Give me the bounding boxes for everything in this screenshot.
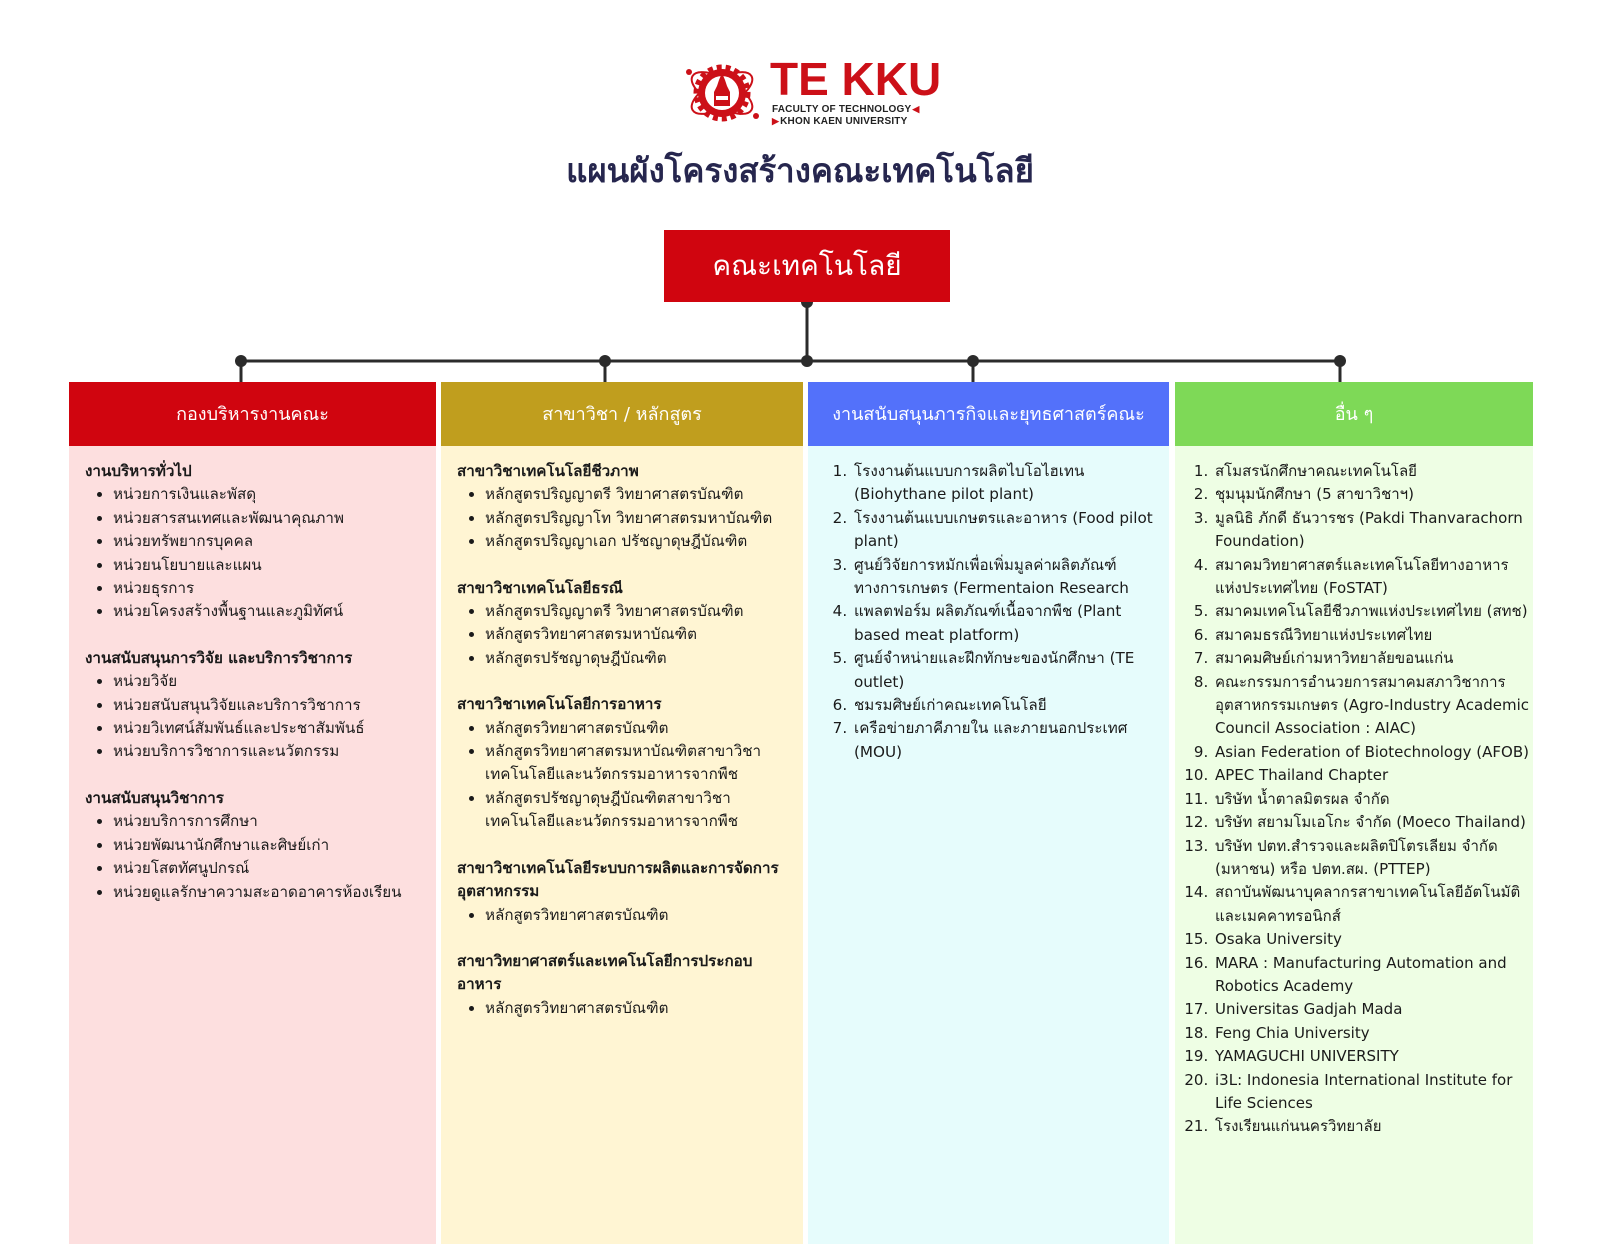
column-admin-body: งานบริหารทั่วไป หน่วยการเงินและพัสดุ หน่… (69, 446, 436, 1244)
list-item: Universitas Gadjah Mada (1213, 998, 1529, 1021)
list-item: หน่วยสารสนเทศและพัฒนาคุณภาพ (113, 507, 426, 530)
connector-node-1 (599, 355, 611, 367)
list-item: หน่วยสนับสนุนวิจัยและบริการวิชาการ (113, 694, 426, 717)
list-item: สมาคมศิษย์เก่ามหาวิทยาลัยขอนแก่น (1213, 647, 1529, 670)
logo-brand-text: TE KKU (770, 53, 942, 105)
logo-faculty-text: FACULTY OF TECHNOLOGY (772, 104, 920, 115)
section-title: สาขาวิทยาศาสตร์และเทคโนโลยีการประกอบอาหา… (457, 951, 753, 994)
list-item: หลักสูตรปริญญาตรี วิทยาศาสตรบัณฑิต (485, 600, 793, 623)
admin-section-research: งานสนับสนุนการวิจัย และบริการวิชาการ หน่… (85, 647, 426, 764)
list-item: มูลนิธิ ภักดี ธันวารชร (Pakdi Thanvarach… (1213, 507, 1529, 554)
list-item: หน่วยการเงินและพัสดุ (113, 483, 426, 506)
list-item: สมาคมวิทยาศาสตร์และเทคโนโลยีทางอาหารแห่ง… (1213, 554, 1529, 601)
list-item: หลักสูตรวิทยาศาสตรบัณฑิต (485, 717, 793, 740)
branch-section-biotech: สาขาวิชาเทคโนโลยีชีวภาพ หลักสูตรปริญญาตร… (457, 460, 793, 554)
list-item: หน่วยโสตทัศนูปกรณ์ (113, 857, 426, 880)
list-item: Feng Chia University (1213, 1022, 1529, 1045)
connector-node-center (801, 355, 813, 367)
connector-node-2 (967, 355, 979, 367)
column-branch-body: สาขาวิชาเทคโนโลยีชีวภาพ หลักสูตรปริญญาตร… (441, 446, 803, 1244)
branch-section-culinary: สาขาวิทยาศาสตร์และเทคโนโลยีการประกอบอาหา… (457, 950, 793, 1020)
column-admin-header: กองบริหารงานคณะ (69, 382, 436, 446)
list-item: โรงเรียนแก่นนครวิทยาลัย (1213, 1115, 1529, 1138)
list-item: ศูนย์วิจัยการหมักเพื่อเพิ่มมูลค่าผลิตภัณ… (852, 554, 1159, 601)
list-item: โรงงานต้นแบบการผลิตไบโอไฮเทน (Biohythane… (852, 460, 1159, 507)
section-title: งานสนับสนุนวิชาการ (85, 788, 224, 807)
section-title: งานบริหารทั่วไป (85, 462, 192, 480)
list-item: หน่วยวิจัย (113, 670, 426, 693)
list-item: เครือข่ายภาคีภายใน และภายนอกประเทศ (MOU) (852, 717, 1159, 764)
section-title: สาขาวิชาเทคโนโลยีชีวภาพ (457, 462, 639, 480)
list-item: หน่วยโครงสร้างพื้นฐานและภูมิทัศน์ (113, 600, 426, 623)
list-item: ชุมนุมนักศึกษา (5 สาขาวิชาฯ) (1213, 483, 1529, 506)
column-other-header: อื่น ๆ (1175, 382, 1533, 446)
list-item: หน่วยนโยบายและแผน (113, 554, 426, 577)
list-item: บริษัท ปตท.สำรวจและผลิตปิโตรเลียม จำกัด … (1213, 835, 1529, 882)
list-item: i3L: Indonesia International Institute f… (1213, 1069, 1529, 1116)
list-item: ชมรมศิษย์เก่าคณะเทคโนโลยี (852, 694, 1159, 717)
list-item: บริษัท สยามโมเอโกะ จำกัด (Moeco Thailand… (1213, 811, 1529, 834)
list-item: Asian Federation of Biotechnology (AFOB) (1213, 741, 1529, 764)
column-support-body: โรงงานต้นแบบการผลิตไบโอไฮเทน (Biohythane… (808, 446, 1169, 1244)
list-item: Osaka University (1213, 928, 1529, 951)
list-item: สมาคมธรณีวิทยาแห่งประเทศไทย (1213, 624, 1529, 647)
list-item: หน่วยทรัพยากรบุคคล (113, 530, 426, 553)
list-item: สมาคมเทคโนโลยีชีวภาพแห่งประเทศไทย (สทช) (1213, 600, 1529, 623)
list-item: บริษัท น้ำตาลมิตรผล จำกัด (1213, 788, 1529, 811)
branch-section-geotech: สาขาวิชาเทคโนโลยีธรณี หลักสูตรปริญญาตรี … (457, 577, 793, 671)
list-item: หลักสูตรปริญญาโท วิทยาศาสตรมหาบัณฑิต (485, 507, 793, 530)
list-item: สโมสรนักศึกษาคณะเทคโนโลยี (1213, 460, 1529, 483)
list-item: หน่วยพัฒนานักศึกษาและศิษย์เก่า (113, 834, 426, 857)
list-item: หลักสูตรวิทยาศาสตรบัณฑิต (485, 904, 793, 927)
list-item: APEC Thailand Chapter (1213, 764, 1529, 787)
column-branch-header: สาขาวิชา / หลักสูตร (441, 382, 803, 446)
column-other: อื่น ๆ สโมสรนักศึกษาคณะเทคโนโลยี ชุมนุมน… (1175, 382, 1533, 1244)
list-item: หลักสูตรวิทยาศาสตรมหาบัณฑิต (485, 623, 793, 646)
list-item: หน่วยธุรการ (113, 577, 426, 600)
list-item: หน่วยบริการการศึกษา (113, 810, 426, 833)
logo-university-text: KHON KAEN UNIVERSITY (772, 116, 907, 127)
root-node-faculty: คณะเทคโนโลยี (664, 230, 950, 302)
list-item: แพลตฟอร์ม ผลิตภัณฑ์เนื้อจากพืช (Plant ba… (852, 600, 1159, 647)
list-item: YAMAGUCHI UNIVERSITY (1213, 1045, 1529, 1068)
list-item: หลักสูตรวิทยาศาสตรบัณฑิต (485, 997, 793, 1020)
column-branch: สาขาวิชา / หลักสูตร สาขาวิชาเทคโนโลยีชีว… (441, 382, 803, 1244)
list-item: หน่วยบริการวิชาการและนวัตกรรม (113, 740, 426, 763)
list-item: MARA : Manufacturing Automation and Robo… (1213, 952, 1529, 999)
list-item: หลักสูตรปรัชญาดุษฎีบัณฑิต (485, 647, 793, 670)
list-item: โรงงานต้นแบบเกษตรและอาหาร (Food pilot pl… (852, 507, 1159, 554)
list-item: หน่วยวิเทศน์สัมพันธ์และประชาสัมพันธ์ (113, 717, 426, 740)
column-other-body: สโมสรนักศึกษาคณะเทคโนโลยี ชุมนุมนักศึกษา… (1175, 446, 1533, 1244)
branch-section-foodtech: สาขาวิชาเทคโนโลยีการอาหาร หลักสูตรวิทยาศ… (457, 693, 793, 833)
tekku-logo: TE KKU FACULTY OF TECHNOLOGY KHON KAEN U… (686, 54, 941, 130)
branch-section-production: สาขาวิชาเทคโนโลยีระบบการผลิตและการจัดการ… (457, 857, 793, 927)
column-support-header: งานสนับสนุนภารกิจและยุทธศาสตร์คณะ (808, 382, 1169, 446)
connector-node-3 (1334, 355, 1346, 367)
connector-node-0 (235, 355, 247, 367)
section-title: สาขาวิชาเทคโนโลยีการอาหาร (457, 695, 662, 714)
gear-emblem-icon (686, 64, 759, 122)
list-item: หน่วยดูแลรักษาความสะอาดอาคารห้องเรียน (113, 881, 426, 904)
list-item: หลักสูตรปริญญาตรี วิทยาศาสตรบัณฑิต (485, 483, 793, 506)
list-item: หลักสูตรปริญญาเอก ปรัชญาดุษฎีบัณฑิต (485, 530, 793, 553)
column-admin: กองบริหารงานคณะ งานบริหารทั่วไป หน่วยการ… (69, 382, 436, 1244)
list-item: คณะกรรมการอำนวยการสมาคมสภาวิชาการอุตสาหก… (1213, 671, 1529, 741)
list-item: หลักสูตรปรัชญาดุษฎีบัณฑิตสาขาวิชาเทคโนโล… (485, 787, 793, 834)
section-title: สาขาวิชาเทคโนโลยีธรณี (457, 578, 623, 597)
admin-section-general: งานบริหารทั่วไป หน่วยการเงินและพัสดุ หน่… (85, 460, 426, 624)
list-item: ศูนย์จำหน่ายและฝึกทักษะของนักศึกษา (TE o… (852, 647, 1159, 694)
section-title: งานสนับสนุนการวิจัย และบริการวิชาการ (85, 648, 353, 667)
column-support: งานสนับสนุนภารกิจและยุทธศาสตร์คณะ โรงงาน… (808, 382, 1169, 1244)
page-title: แผนผังโครงสร้างคณะเทคโนโลยี (566, 151, 1034, 190)
list-item: หลักสูตรวิทยาศาสตรมหาบัณฑิตสาขาวิชาเทคโน… (485, 740, 793, 787)
section-title: สาขาวิชาเทคโนโลยีระบบการผลิตและการจัดการ… (457, 858, 779, 901)
list-item: สถาบันพัฒนาบุคลากรสาขาเทคโนโลยีอัตโนมัติ… (1213, 881, 1529, 928)
admin-section-academic: งานสนับสนุนวิชาการ หน่วยบริการการศึกษา ห… (85, 787, 426, 904)
